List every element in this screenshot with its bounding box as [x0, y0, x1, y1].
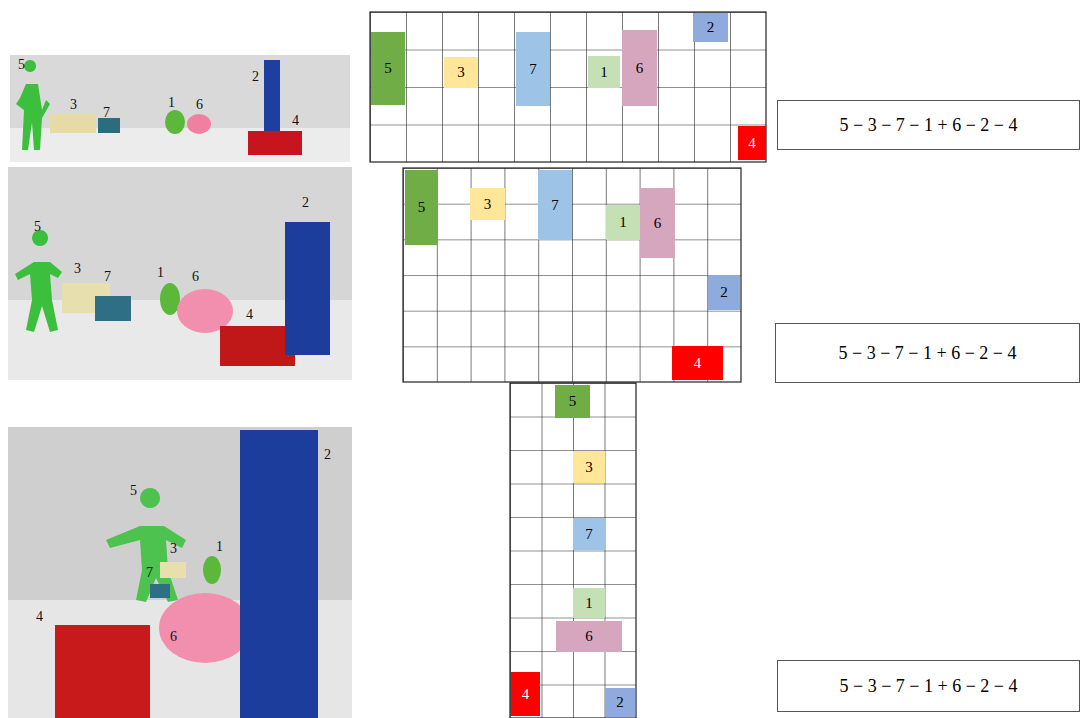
formula-text: 5 − 3 − 7 − 1 + 6 − 2 − 4: [840, 115, 1018, 136]
grid-cell: 3: [444, 57, 478, 88]
callout-number: 2: [324, 448, 331, 462]
grid-cell: 1: [606, 205, 640, 240]
grid-cell: 1: [573, 588, 605, 618]
cell-number: 4: [522, 686, 530, 703]
callout-number: 5: [34, 220, 41, 234]
grid-cell: 6: [556, 621, 622, 652]
grid-cell: 4: [511, 672, 540, 716]
formula-box: 5 − 3 − 7 − 1 + 6 − 2 − 4: [775, 323, 1080, 383]
cell-number: 5: [418, 199, 426, 216]
cell-number: 2: [707, 19, 715, 36]
callout-number: 5: [18, 58, 25, 72]
callout-number: 4: [292, 114, 299, 128]
callout-number: 3: [74, 262, 81, 276]
photo: [8, 167, 352, 380]
grid: [370, 12, 766, 718]
cell-number: 4: [694, 355, 702, 372]
cell-number: 7: [529, 61, 537, 78]
callout-number: 7: [103, 106, 110, 120]
grid-cell: 2: [708, 275, 740, 310]
callout-number: 2: [252, 70, 259, 84]
callout-number: 1: [216, 540, 223, 554]
callout-number: 5: [130, 484, 137, 498]
cell-number: 3: [585, 459, 593, 476]
callout-number: 7: [146, 566, 153, 580]
grid-cell: 2: [693, 13, 728, 42]
grid-cell: 5: [371, 32, 405, 105]
grid-cell: 6: [640, 188, 675, 258]
callout-number: 4: [246, 308, 253, 322]
grid-cell: 3: [470, 188, 505, 220]
grid-cell: 7: [573, 518, 605, 550]
callout-number: 6: [192, 270, 199, 284]
grid-cell: 4: [672, 346, 723, 380]
photo: [10, 55, 350, 162]
cell-number: 1: [585, 595, 593, 612]
cell-number: 2: [720, 284, 728, 301]
callout-number: 2: [302, 196, 309, 210]
cell-number: 1: [619, 214, 627, 231]
grid-cell: 1: [588, 56, 620, 88]
grid-cell: 4: [738, 126, 766, 160]
grid-cell: 2: [605, 688, 635, 717]
cell-number: 6: [636, 60, 644, 77]
cell-number: 5: [384, 60, 392, 77]
cell-number: 3: [457, 64, 465, 81]
grid-cell: 7: [538, 170, 572, 240]
cell-number: 1: [600, 64, 608, 81]
grid-cell: 5: [555, 385, 590, 418]
cell-number: 3: [484, 196, 492, 213]
formula-box: 5 − 3 − 7 − 1 + 6 − 2 − 4: [777, 660, 1080, 712]
callout-number: 6: [170, 630, 177, 644]
formula-text: 5 − 3 − 7 − 1 + 6 − 2 − 4: [840, 676, 1018, 697]
callout-number: 1: [168, 96, 175, 110]
formula-text: 5 − 3 − 7 − 1 + 6 − 2 − 4: [839, 343, 1017, 364]
cell-number: 6: [585, 628, 593, 645]
callout-number: 6: [196, 98, 203, 112]
grid-cell: 3: [573, 451, 605, 483]
cell-number: 6: [654, 215, 662, 232]
callout-number: 1: [157, 266, 164, 280]
cell-number: 2: [616, 694, 624, 711]
callout-number: 3: [70, 98, 77, 112]
callout-number: 4: [36, 610, 43, 624]
cell-number: 5: [569, 393, 577, 410]
cell-number: 4: [748, 135, 756, 152]
photo: [8, 427, 352, 718]
callout-number: 3: [170, 542, 177, 556]
formula-box: 5 − 3 − 7 − 1 + 6 − 2 − 4: [777, 100, 1080, 150]
cell-number: 7: [551, 197, 559, 214]
grid-cell: 7: [516, 32, 550, 106]
callout-number: 7: [104, 270, 111, 284]
cell-number: 7: [585, 526, 593, 543]
grid-cell: 5: [405, 170, 438, 245]
grid-cell: 6: [622, 30, 657, 106]
